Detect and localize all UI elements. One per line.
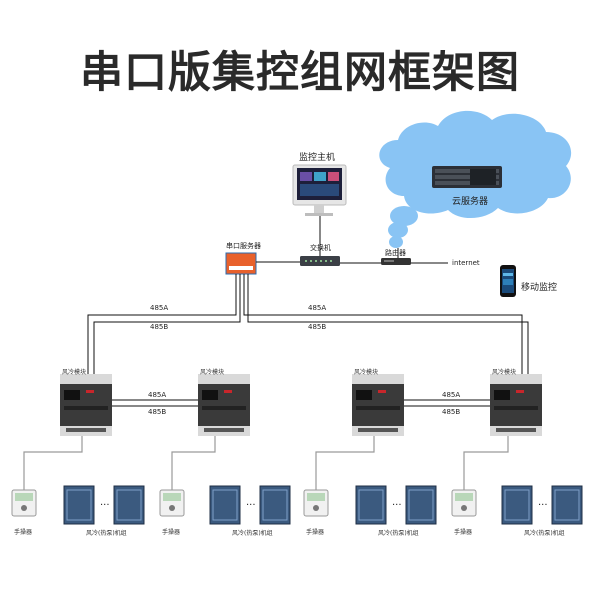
cloud-server-icon [432,166,502,188]
hand-controller-icon [451,489,477,517]
bus-485b-right: 485B [308,323,327,331]
router-icon [381,258,411,265]
bus-485a-mid2: 485A [442,391,461,399]
module-label: 风冷模块 [492,369,517,376]
bus-485a-mid1: 485A [148,391,167,399]
monitor-host-label: 监控主机 [299,153,336,163]
unit-label: 风冷(热泵)机组 [378,530,419,537]
module-label: 风冷模块 [62,369,87,376]
network-wires [256,216,448,264]
dots-label: ··· [246,500,256,511]
bus-485a-right: 485A [308,304,327,312]
hand-controller-icon [159,489,185,517]
dots-label: ··· [392,500,402,511]
bus-485b-mid1: 485B [148,408,167,416]
module-label: 风冷模块 [200,369,225,376]
hand-controller-icon [11,489,37,517]
module-unit [60,374,112,436]
heat-pump-unit-group [209,485,291,525]
heat-pump-unit-group [63,485,145,525]
switch-label: 交换机 [310,244,331,252]
serial-server-label: 串口服务器 [226,242,261,250]
heat-pump-unit-group [501,485,583,525]
bus-485a-left: 485A [150,304,169,312]
unit-label: 风冷(热泵)机组 [524,530,565,537]
internet-label: internet [452,259,480,267]
module-unit [490,374,542,436]
module-unit [198,374,250,436]
controller-wires [23,436,509,490]
router-label: 路由器 [385,249,406,257]
controller-label: 手操器 [454,529,473,536]
switch-icon [300,256,340,266]
module-label: 风冷模块 [354,369,379,376]
controller-label: 手操器 [162,529,181,536]
bus-485b-mid2: 485B [442,408,461,416]
bus-485b-left: 485B [150,323,169,331]
controller-label: 手操器 [306,529,325,536]
cloud-server-label: 云服务器 [452,197,489,207]
unit-label: 风冷(热泵)机组 [86,530,127,537]
unit-label: 风冷(热泵)机组 [232,530,273,537]
hand-controller-icon [303,489,329,517]
cloud-shape [379,110,572,248]
dots-label: ··· [538,500,548,511]
serial-server-icon [225,252,257,275]
mobile-label: 移动监控 [521,283,558,293]
module-unit [352,374,404,436]
controller-label: 手操器 [14,529,33,536]
monitor-host-icon [292,164,347,216]
heat-pump-unit-group [355,485,437,525]
page-title: 串口版集控组网框架图 [80,48,520,98]
rs485-bus-lines [87,274,529,407]
dots-label: ··· [100,500,110,511]
mobile-phone-icon [500,265,516,297]
